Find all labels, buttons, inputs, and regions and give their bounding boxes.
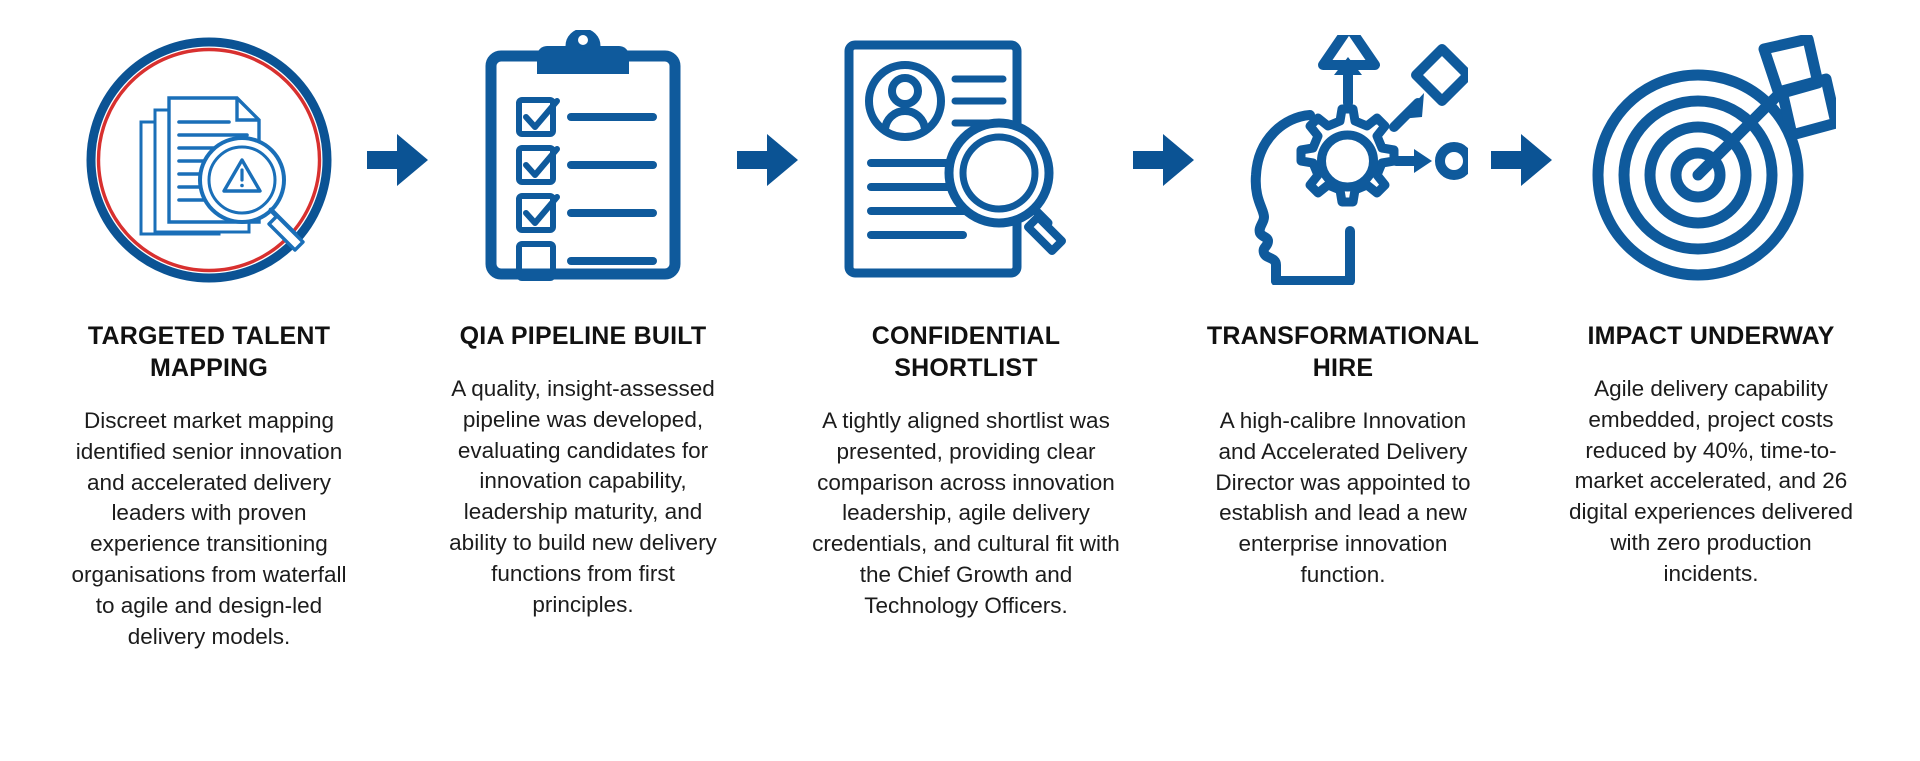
step-transformational-hire: TRANSFORMATIONAL HIRE A high-calibre Inn… bbox=[1203, 0, 1483, 591]
icon-zone-3 bbox=[807, 0, 1125, 320]
step-title: TRANSFORMATIONAL HIRE bbox=[1206, 322, 1480, 382]
step-title: CONFIDENTIAL SHORTLIST bbox=[871, 322, 1061, 382]
step-body: A quality, insight-assessed pipeline was… bbox=[449, 376, 717, 617]
connector-arrow-2 bbox=[729, 0, 807, 320]
right-arrow-icon bbox=[367, 134, 428, 186]
icon-zone-2 bbox=[437, 0, 729, 320]
connector-arrow-4 bbox=[1483, 0, 1561, 320]
step-body: Agile delivery capability embedded, proj… bbox=[1569, 376, 1853, 586]
step-title: QIA PIPELINE BUILT bbox=[459, 322, 707, 350]
connector-arrow-3 bbox=[1125, 0, 1203, 320]
step-body: A high-calibre Innovation and Accelerate… bbox=[1215, 408, 1471, 588]
step-body: Discreet market mapping identified senio… bbox=[71, 408, 347, 649]
step-targeted-talent-mapping: TARGETED TALENT MAPPING Discreet market … bbox=[59, 0, 359, 653]
target-dart-bullseye-icon bbox=[1592, 35, 1836, 281]
right-arrow-icon bbox=[737, 134, 798, 186]
icon-zone-4 bbox=[1203, 0, 1483, 320]
icon-zone-1 bbox=[59, 0, 359, 320]
step-qia-pipeline-built: QIA PIPELINE BUILT A quality, insight-as… bbox=[437, 0, 729, 621]
icon-zone-5 bbox=[1561, 0, 1861, 320]
resume-profile-magnifier-icon bbox=[844, 40, 1066, 278]
step-impact-underway: IMPACT UNDERWAY Agile delivery capabilit… bbox=[1561, 0, 1861, 590]
step-confidential-shortlist: CONFIDENTIAL SHORTLIST A tightly aligned… bbox=[807, 0, 1125, 622]
head-gear-innovation-icon bbox=[1250, 35, 1468, 285]
documents-magnifier-warning-icon bbox=[86, 37, 332, 283]
right-arrow-icon bbox=[1133, 134, 1194, 186]
step-body: A tightly aligned shortlist was presente… bbox=[812, 408, 1120, 618]
step-title: IMPACT UNDERWAY bbox=[1587, 322, 1835, 350]
right-arrow-icon bbox=[1491, 134, 1552, 186]
step-title: TARGETED TALENT MAPPING bbox=[87, 322, 331, 382]
connector-arrow-1 bbox=[359, 0, 437, 320]
clipboard-checklist-icon bbox=[485, 30, 681, 281]
